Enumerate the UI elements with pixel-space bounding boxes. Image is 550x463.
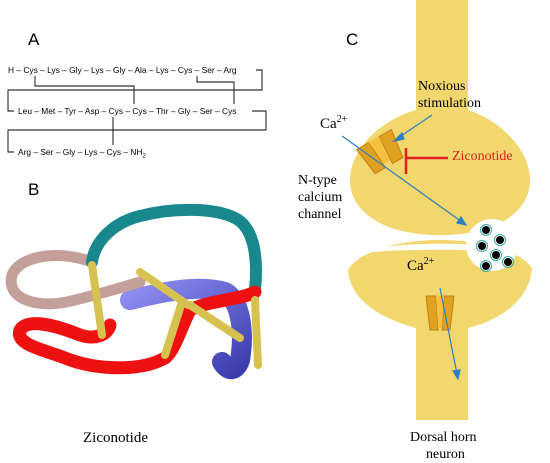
vesicle-cluster bbox=[466, 219, 518, 271]
panel-c-letter: C bbox=[346, 30, 359, 49]
ca-top-label: Ca2+ bbox=[320, 114, 348, 132]
panel-a-letter: A bbox=[28, 30, 40, 49]
vesicle bbox=[478, 242, 486, 250]
channel-label-3: channel bbox=[298, 207, 342, 222]
disulfide-stick-3 bbox=[186, 301, 244, 342]
blue-strand bbox=[120, 278, 252, 380]
ca-influx-arrow bbox=[341, 135, 463, 223]
presynaptic-axon bbox=[416, 0, 468, 120]
n-type-calcium-channel-upper bbox=[355, 128, 404, 175]
teal-strand bbox=[86, 203, 262, 296]
noxious-arrow bbox=[397, 114, 433, 139]
postsynaptic-neuron bbox=[348, 240, 532, 420]
ca-bottom-label: Ca2+ bbox=[407, 256, 435, 274]
noxious-label-1: Noxious bbox=[418, 79, 465, 94]
channel-label-1: N-type bbox=[298, 173, 337, 188]
ziconotide-caption: Ziconotide bbox=[83, 430, 148, 446]
vesicle bbox=[496, 236, 504, 244]
n-type-calcium-channel-lower bbox=[425, 295, 455, 331]
vesicle bbox=[492, 251, 500, 259]
red-strand bbox=[13, 285, 262, 375]
panel-b-letter: B bbox=[28, 180, 40, 199]
noxious-label-2: stimulation bbox=[418, 96, 481, 111]
vesicle bbox=[504, 258, 512, 266]
vesicle bbox=[482, 226, 490, 234]
disulfide-stick-5 bbox=[161, 298, 186, 359]
disulfide-stick-1 bbox=[88, 261, 106, 339]
nh2-subscript: 2 bbox=[142, 153, 146, 160]
ziconotide-label: Ziconotide bbox=[452, 149, 513, 164]
disulfide-stick-4 bbox=[251, 296, 262, 369]
neuron-label-1: Dorsal horn bbox=[410, 430, 477, 445]
channel-label-2: calcium bbox=[298, 190, 342, 205]
neuron-label-2: neuron bbox=[426, 447, 465, 462]
pink-loop bbox=[5, 250, 146, 310]
postsynaptic-arrow bbox=[439, 287, 458, 375]
vesicle bbox=[482, 262, 490, 270]
